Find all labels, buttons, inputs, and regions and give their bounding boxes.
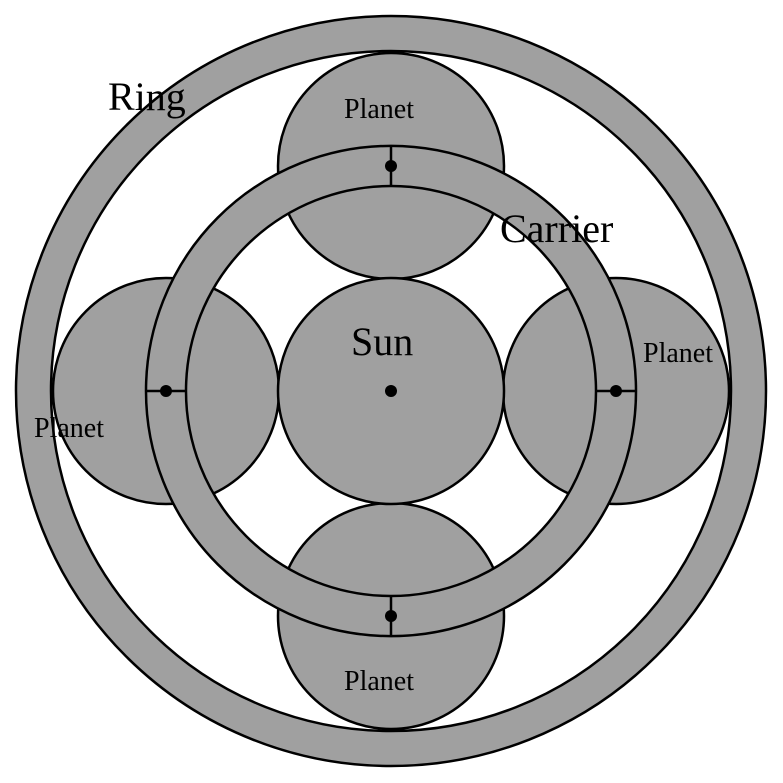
sun-label: Sun xyxy=(351,319,413,364)
sun-axle xyxy=(385,385,397,397)
planet-bottom-label: Planet xyxy=(344,666,414,697)
carrier-label: Carrier xyxy=(500,206,613,251)
planet-right-label: Planet xyxy=(643,338,713,369)
planet-axle-right xyxy=(610,385,622,397)
ring-label: Ring xyxy=(108,74,186,119)
planet-axle-left xyxy=(160,385,172,397)
planet-top-label: Planet xyxy=(344,94,414,125)
planet-left-label: Planet xyxy=(34,413,104,444)
planet-axle-top xyxy=(385,160,397,172)
planet-axle-bottom xyxy=(385,610,397,622)
